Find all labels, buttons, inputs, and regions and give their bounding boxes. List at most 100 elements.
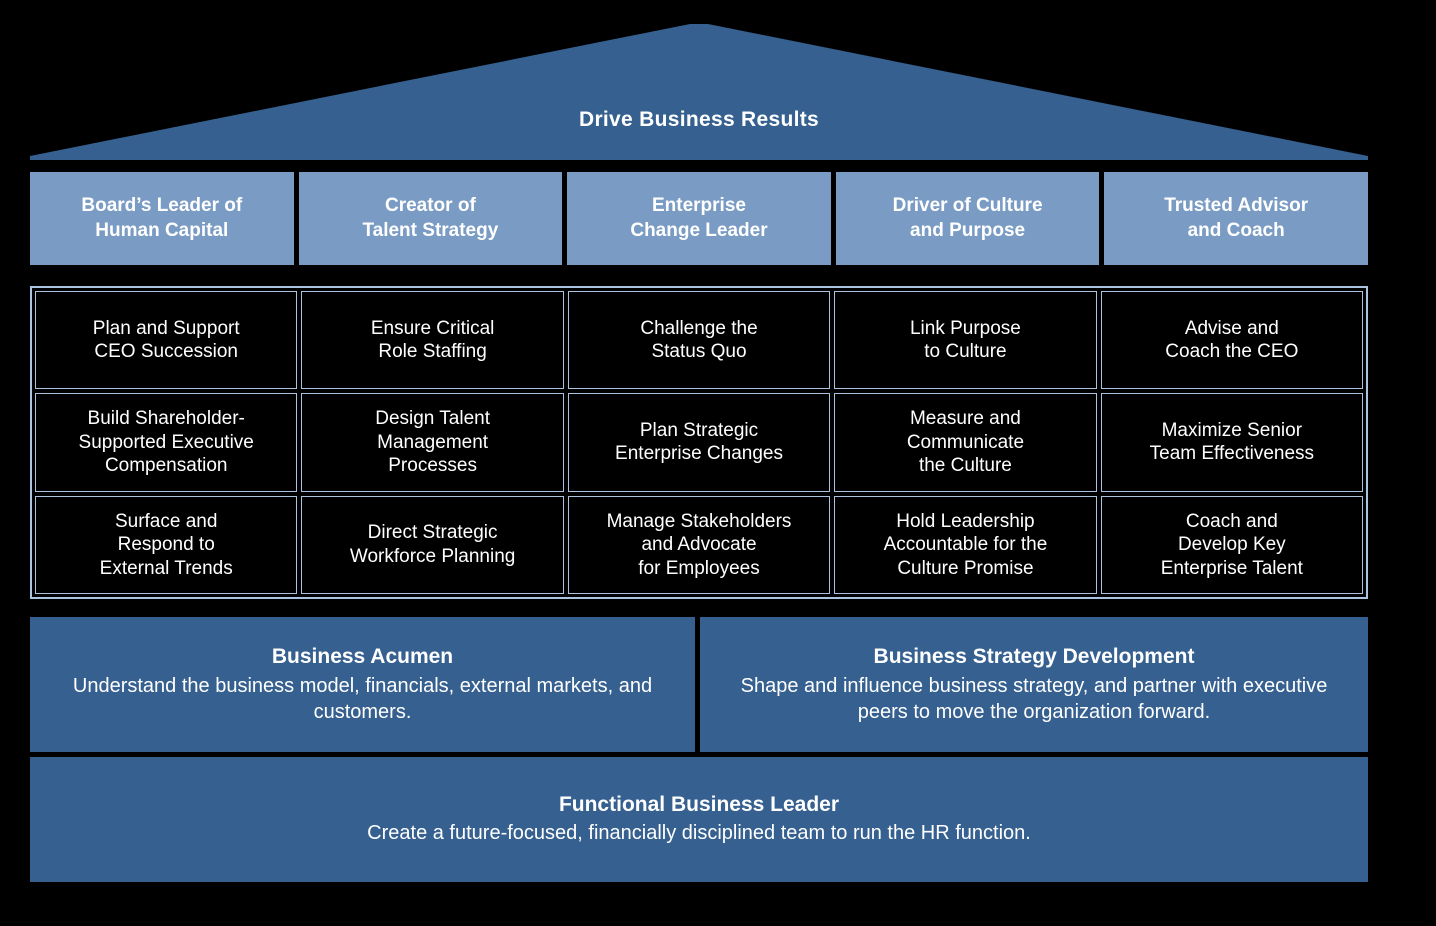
foundation-row: Business Acumen Understand the business … [30, 617, 1368, 752]
column-header-1[interactable]: Creator of Talent Strategy [298, 172, 563, 265]
column-header-1-line2: Talent Strategy [362, 219, 499, 241]
responsibility-cell-line: Accountable for the [883, 534, 1048, 556]
responsibility-cell-line: Team Effectiveness [1149, 443, 1315, 465]
responsibility-cell-line: Compensation [104, 455, 228, 477]
responsibility-cell-line: and Advocate [641, 534, 757, 556]
responsibility-cell-line: Measure and [909, 408, 1021, 430]
roof-shape [30, 24, 1368, 160]
column-header-0[interactable]: Board’s Leader of Human Capital [30, 172, 294, 265]
responsibility-cell-line: Advise and [1184, 317, 1279, 339]
responsibility-cell-line: External Trends [99, 557, 233, 579]
responsibility-cell-line: Plan and Support [92, 317, 240, 339]
responsibility-cell-line: CEO Succession [94, 341, 239, 363]
roof-title: Drive Business Results [578, 108, 820, 131]
foundation-panel-business-acumen[interactable]: Business Acumen Understand the business … [30, 617, 695, 752]
responsibility-cell-line: Respond to [117, 534, 215, 556]
responsibility-cell-line: Workforce Planning [349, 545, 516, 567]
responsibility-cell-line: Communicate [906, 431, 1025, 453]
column-header-4-line1: Trusted Advisor [1164, 195, 1309, 217]
foundation-panel-functional-business-leader-description: Create a future-focused, financially dis… [367, 822, 1031, 844]
responsibility-cell-line: Coach the CEO [1165, 341, 1299, 363]
responsibility-cell-line: Direct Strategic [367, 522, 498, 544]
column-header-2[interactable]: Enterprise Change Leader [567, 172, 831, 265]
responsibility-cell-line: Coach and [1185, 510, 1278, 532]
foundation-panel-functional-business-leader-title: Functional Business Leader [558, 793, 840, 816]
column-header-1-line1: Creator of [384, 195, 476, 217]
foundation-panel-business-strategy-development[interactable]: Business Strategy Development Shape and … [700, 617, 1368, 752]
foundation-panel-functional-business-leader[interactable]: Functional Business Leader Create a futu… [30, 757, 1368, 882]
responsibility-cell-line: Processes [388, 455, 477, 477]
responsibility-cell-line: Hold Leadership [896, 510, 1035, 532]
responsibility-cell-line: Ensure Critical [370, 317, 495, 339]
responsibility-cell-line: Supported Executive [78, 431, 254, 453]
responsibility-cell-line: Challenge the [640, 317, 758, 339]
responsibility-cell-line: Design Talent [375, 408, 490, 430]
foundation-panel-business-acumen-title: Business Acumen [271, 645, 454, 669]
column-header-3-line1: Driver of Culture [892, 195, 1043, 217]
responsibility-cell-line: for Employees [638, 557, 760, 579]
responsibility-cell-line: Enterprise Talent [1160, 557, 1303, 579]
responsibility-cell-line: Surface and [114, 510, 218, 532]
responsibility-cell-line: Build Shareholder- [87, 408, 245, 430]
column-header-4-line2: and Coach [1187, 219, 1285, 241]
roof-pediment: Drive Business Results [30, 24, 1368, 160]
column-header-0-line2: Human Capital [95, 219, 229, 241]
column-header-band: Board’s Leader of Human Capital Creator … [30, 172, 1368, 265]
responsibility-cell-line: Culture Promise [897, 557, 1034, 579]
column-header-4[interactable]: Trusted Advisor and Coach [1104, 172, 1368, 265]
responsibility-cell-line: to Culture [924, 341, 1007, 363]
responsibility-cell-line: Develop Key [1177, 534, 1286, 556]
responsibility-cell-line: Enterprise Changes [615, 443, 783, 465]
column-header-0-line1: Board’s Leader of [81, 195, 243, 217]
column-header-3[interactable]: Driver of Culture and Purpose [835, 172, 1100, 265]
foundation-panel-business-strategy-development-title: Business Strategy Development [873, 645, 1195, 669]
responsibility-cell-line: Management [377, 431, 489, 453]
responsibility-cell-line: the Culture [918, 455, 1012, 477]
foundation-panel-business-acumen-description: Understand the business model, financial… [72, 674, 653, 723]
column-header-2-line2: Change Leader [630, 219, 768, 241]
responsibility-cell-line: Link Purpose [909, 317, 1021, 339]
foundation-panel-business-strategy-development-description: Shape and influence business strategy, a… [740, 674, 1328, 723]
responsibility-cell-line: Plan Strategic [639, 419, 759, 441]
responsibility-cell-line: Status Quo [651, 341, 747, 363]
responsibility-cell-line: Manage Stakeholders [606, 510, 792, 532]
responsibility-cell-line: Maximize Senior [1161, 419, 1303, 441]
column-header-3-line2: and Purpose [910, 219, 1026, 241]
responsibility-cell-line: Role Staffing [378, 341, 487, 363]
